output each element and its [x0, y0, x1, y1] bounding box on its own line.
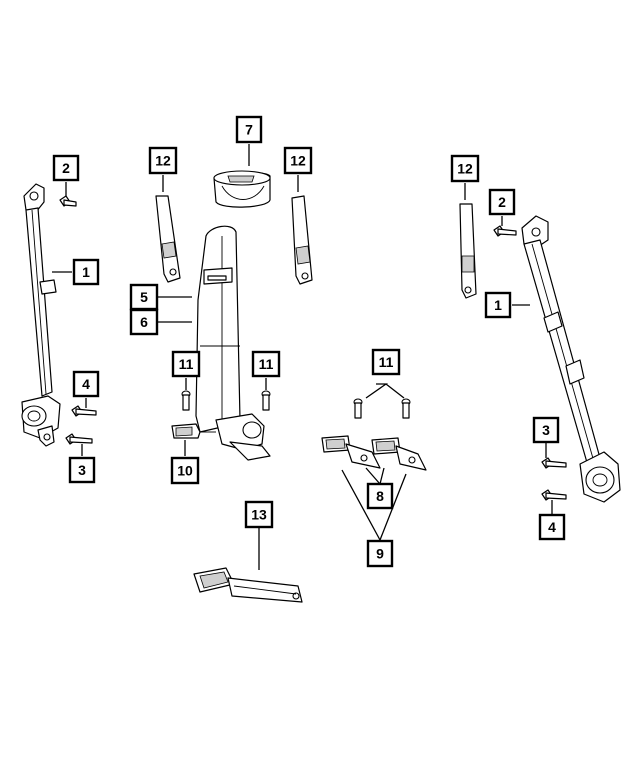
callout-label: 4: [548, 519, 556, 535]
callout-label: 11: [379, 354, 394, 370]
callout-7: 7: [235, 115, 263, 144]
callout-label: 3: [542, 422, 550, 438]
callout-11-a: 11: [171, 350, 201, 378]
callout-6: 6: [129, 308, 159, 336]
left-lower-bolt-part-3: [65, 433, 93, 445]
callout-label: 7: [245, 122, 253, 138]
callout-label: 6: [140, 314, 148, 330]
buckle-screw-part-b: [401, 398, 411, 419]
callout-label: 12: [155, 153, 171, 169]
callout-label: 2: [498, 194, 506, 210]
callout-5: 5: [129, 283, 159, 311]
callout-4-left: 4: [72, 370, 100, 398]
lap-belt-buckle-strap-part: [193, 567, 303, 603]
callout-11-b: 11: [251, 350, 281, 378]
callout-12-a: 12: [148, 146, 178, 175]
callout-label: 5: [140, 289, 148, 305]
callout-label: 9: [376, 546, 384, 562]
callout-label: 12: [290, 153, 306, 169]
callout-label: 11: [259, 356, 274, 372]
callout-label: 1: [494, 297, 502, 313]
callout-label: 8: [376, 488, 384, 504]
center-screw-part-a: [181, 390, 191, 411]
callout-label: 3: [78, 462, 86, 478]
callout-label: 4: [82, 376, 90, 392]
center-buckle-part: [171, 423, 216, 439]
callout-12-c: 12: [450, 154, 480, 183]
buckle-assembly-part-a: [321, 435, 381, 469]
callout-10: 10: [170, 456, 200, 485]
right-upper-bolt-part: [493, 225, 517, 237]
callout-label: 10: [177, 463, 193, 479]
callout-label: 12: [457, 161, 473, 177]
left-seat-belt-retractor-part: [21, 183, 61, 447]
right-lower-bolt-part-3: [541, 457, 567, 469]
buckle-screw-part-a: [353, 398, 363, 419]
left-lower-bolt-part-4: [71, 405, 97, 417]
buckle-assembly-part-b: [371, 437, 427, 471]
center-screw-part-b: [261, 390, 271, 411]
belt-guide-cover-part: [213, 170, 271, 208]
height-adjuster-strip-part-b: [291, 195, 313, 285]
callout-13: 13: [244, 500, 274, 529]
callout-1-right: 1: [484, 291, 512, 319]
callout-9: 9: [366, 539, 394, 568]
center-seat-belt-assembly-part: [195, 225, 271, 461]
callout-label: 2: [62, 160, 70, 176]
height-adjuster-strip-part-c: [459, 203, 477, 299]
callout-label: 13: [251, 507, 267, 523]
callout-label: 1: [82, 264, 90, 280]
right-lower-bolt-part-4: [541, 489, 567, 501]
callout-2-right: 2: [488, 188, 516, 216]
callout-12-b: 12: [283, 146, 313, 175]
callout-label: 11: [179, 356, 194, 372]
callout-3-right: 3: [532, 416, 560, 444]
callout-3-left: 3: [68, 456, 96, 484]
callout-4-right: 4: [538, 513, 566, 541]
height-adjuster-strip-part-a: [155, 195, 181, 283]
callout-2-left: 2: [52, 154, 80, 182]
callout-11-c: 11: [371, 348, 401, 376]
right-seat-belt-retractor-part: [521, 215, 621, 503]
callout-8: 8: [366, 482, 394, 510]
left-upper-bolt-part: [59, 195, 77, 207]
callout-1-left: 1: [72, 258, 100, 286]
